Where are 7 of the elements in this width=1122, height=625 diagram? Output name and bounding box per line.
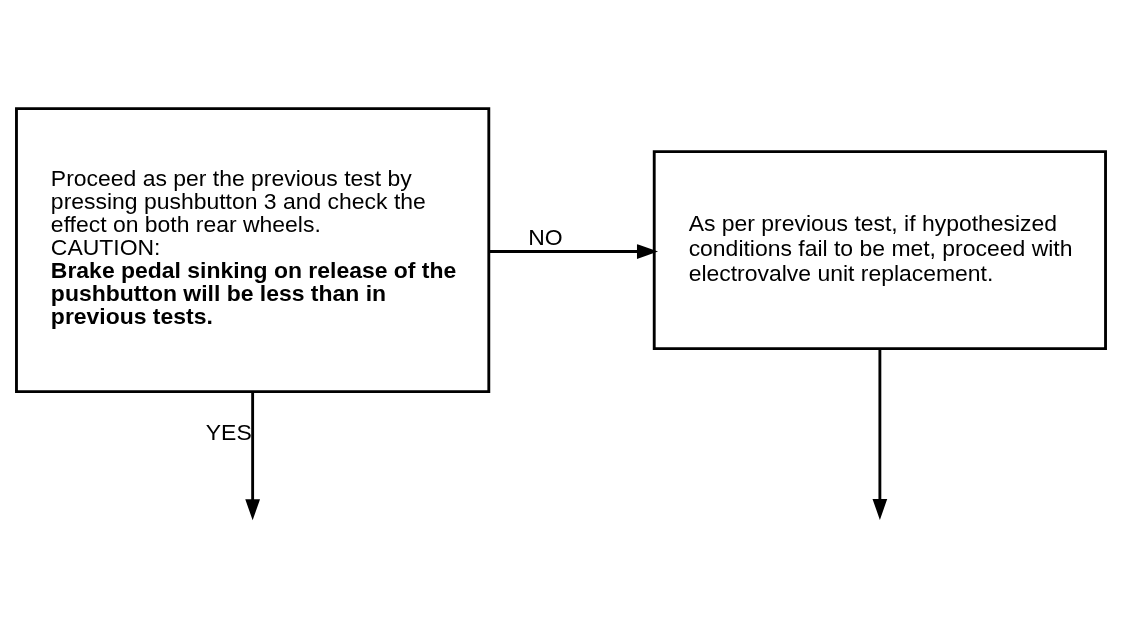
node-box: As per previous test, if hypothesized conditions fail to be met, proceed with electrovalve unit replacement. [652, 149, 1107, 350]
arrow [488, 243, 659, 259]
arrow [872, 348, 888, 520]
edge-label: NO [528, 223, 563, 250]
arrow [245, 391, 260, 520]
node-box: Proceed as per the previous test by pressing pushbutton 3 and check the effect on both rear wheels. CAUTION: Brake pedal sinking on release of the pushbutton will be less than in previous tests. [15, 106, 491, 393]
edge-label: YES [205, 418, 252, 445]
